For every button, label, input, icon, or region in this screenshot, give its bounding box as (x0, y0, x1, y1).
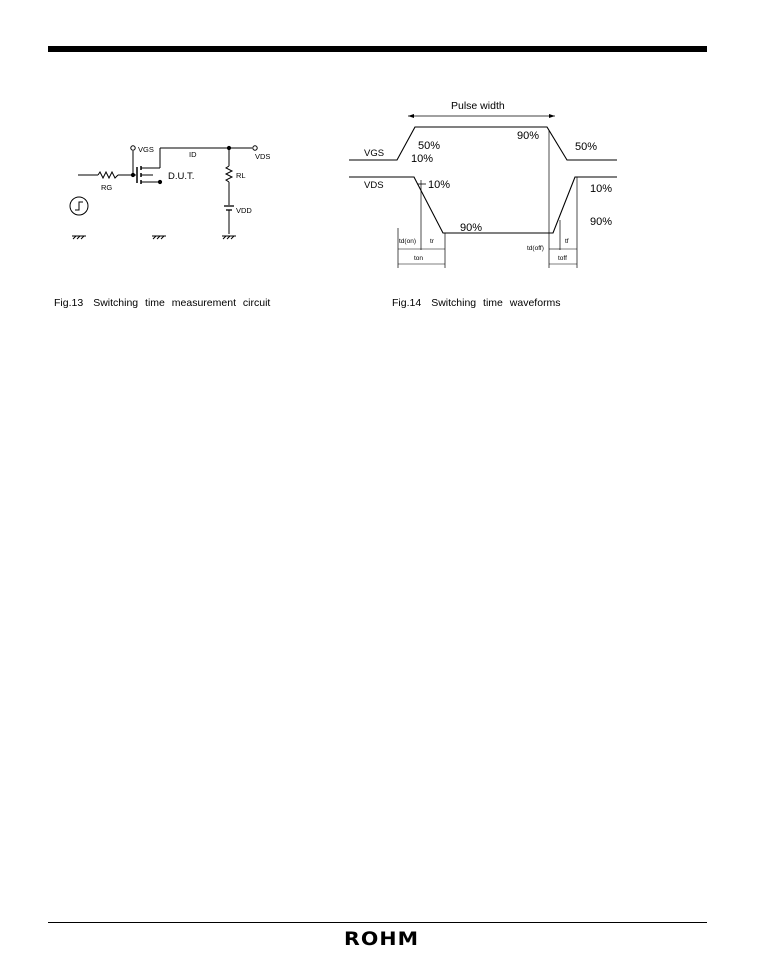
label-ds-10-right: 10% (590, 183, 612, 195)
label-td-on: td(on) (399, 238, 416, 245)
vgs-waveform (349, 126, 617, 161)
fig14-caption-number: Fig.14 (392, 297, 422, 309)
fig13-caption: Fig.13 Switching time measurement circuit (54, 297, 270, 309)
label-ds-90-low: 90% (460, 222, 482, 234)
fig13-caption-number: Fig.13 (54, 297, 84, 309)
label-vds: VDS (255, 152, 270, 161)
pulse-symbol-icon (75, 201, 83, 211)
rl-resistor (224, 165, 234, 183)
pulse-generator (69, 196, 89, 216)
label-dut: D.U.T. (168, 171, 194, 182)
source-dot (157, 179, 163, 185)
gate-dot (130, 172, 136, 178)
label-rl: RL (236, 171, 246, 180)
label-gs-90: 90% (517, 130, 539, 142)
fig14-caption-text: Switching time waveforms (431, 297, 561, 309)
label-ds-10-left: 10% (428, 179, 450, 191)
footer-rule (48, 922, 707, 923)
label-gs-50-left: 50% (418, 140, 440, 152)
vgs-terminal (130, 145, 136, 151)
rg-resistor (97, 170, 119, 180)
pulse-width-arrowhead-right (549, 114, 555, 118)
label-pulse-width: Pulse width (451, 100, 505, 112)
fig13-caption-text: Switching time measurement circuit (93, 297, 271, 309)
label-vgs: VGS (138, 145, 154, 154)
label-ton: ton (414, 255, 423, 262)
label-ds-90-right: 90% (590, 216, 612, 228)
label-gs-50-right: 50% (575, 141, 597, 153)
vds-waveform (349, 176, 617, 234)
label-td-off: td(off) (527, 245, 544, 252)
label-gs-10-left: 10% (411, 153, 433, 165)
label-tf: tf (565, 238, 569, 245)
fig14-caption: Fig.14 Switching time waveforms (392, 297, 561, 309)
label-rg: RG (101, 183, 112, 192)
rohm-logo: ROHM (344, 928, 420, 950)
pulse-width-arrowhead-left (408, 114, 414, 118)
ground-symbol-mid (152, 235, 166, 240)
label-tr: tr (430, 238, 435, 245)
label-vds: VDS (364, 180, 384, 191)
header-rule (48, 46, 707, 52)
vds-terminal (252, 145, 258, 151)
label-toff: toff (558, 255, 567, 262)
label-vdd: VDD (236, 206, 252, 215)
ground-symbol-left (72, 235, 86, 240)
label-id: ID (189, 150, 197, 159)
label-vgs: VGS (364, 148, 384, 159)
ground-symbol-right (222, 235, 236, 240)
